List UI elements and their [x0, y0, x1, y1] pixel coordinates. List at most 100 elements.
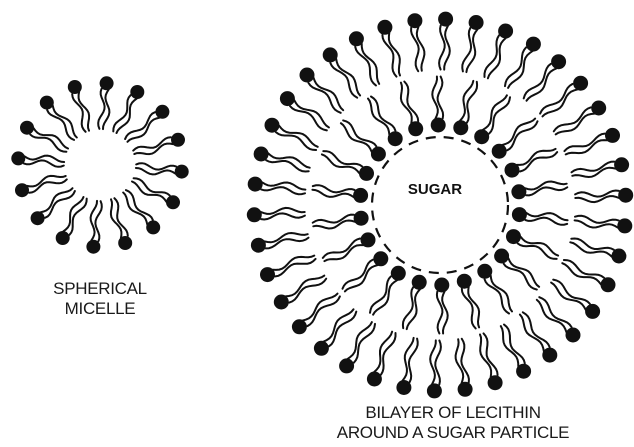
lipid-molecule [427, 340, 442, 398]
lipid-head [388, 131, 403, 146]
lipid-head [146, 220, 160, 234]
lipid-molecule [505, 149, 558, 178]
lipid-molecule [20, 121, 68, 152]
lipid-molecule [31, 188, 75, 225]
lipid-molecule [434, 278, 449, 334]
lipid-tail [111, 199, 122, 238]
micelle-caption-line-2: MICELLE [30, 299, 170, 319]
lipid-head [477, 264, 492, 279]
lipid-tail [564, 134, 604, 152]
lipid-head [359, 166, 374, 181]
lipid-head [349, 31, 364, 46]
lipid-head [542, 348, 557, 363]
lipid-molecule [86, 201, 101, 254]
lipid-head [314, 341, 329, 356]
lipid-molecule [132, 178, 180, 209]
lipid-tail [508, 51, 532, 88]
lipid-head [407, 13, 422, 28]
lipid-tail [527, 68, 557, 100]
lipid-molecule [343, 251, 389, 291]
lipid-tail [314, 78, 344, 111]
lipid-molecule [292, 294, 340, 335]
lipid-head [617, 218, 632, 233]
lipid-tail [491, 275, 512, 311]
lipid-head [566, 328, 581, 343]
lipid-molecule [323, 232, 376, 261]
lipid-tail [294, 100, 329, 127]
lipid-tail [526, 213, 567, 221]
lipid-molecule [407, 13, 424, 71]
lipid-tail [389, 33, 400, 76]
lipid-molecule [396, 338, 417, 395]
lipid-molecule [339, 322, 375, 373]
lipid-head [68, 80, 82, 94]
lipid-tail [324, 309, 354, 341]
lipid-head [511, 184, 526, 199]
lipid-head [591, 101, 606, 116]
lipid-molecule [572, 157, 630, 177]
lipid-molecule [485, 24, 514, 79]
lipid-molecule [125, 105, 169, 142]
lipid-tail [128, 118, 160, 142]
lipid-molecule [251, 233, 309, 253]
lipid-molecule [564, 128, 620, 155]
lipid-molecule [438, 12, 453, 70]
lipid-tail [439, 25, 445, 69]
lipid-head [391, 266, 406, 281]
lipid-head [611, 249, 626, 264]
micelle-caption-line-1: SPHERICAL [30, 279, 170, 299]
lipid-head [505, 163, 520, 178]
lipid-tail [460, 81, 473, 121]
lipid-head [254, 147, 269, 162]
lipid-head [427, 383, 442, 398]
lipid-tail [373, 280, 397, 315]
lipid-head [31, 211, 45, 225]
lipid-head [247, 207, 262, 222]
lipid-tail [502, 119, 535, 145]
lipid-molecule [280, 91, 329, 130]
lipid-head [353, 188, 368, 203]
lipid-tail [275, 259, 315, 277]
lipid-head [396, 380, 411, 395]
lipid-molecule [341, 120, 386, 161]
lipid-tail [468, 287, 479, 328]
spherical-micelle [11, 76, 188, 253]
lipid-molecule [403, 275, 427, 329]
lipid-tail [504, 325, 525, 364]
lipid-head [371, 147, 386, 162]
lipid-tail [286, 276, 325, 297]
lipid-head [377, 20, 392, 35]
lipid-tail [266, 238, 309, 249]
lipid-head [498, 24, 513, 39]
bilayer-caption: BILAYER OF LECITHIN AROUND A SUGAR PARTI… [268, 403, 634, 443]
lipid-molecule [537, 297, 581, 342]
lipid-molecule [575, 188, 633, 203]
lipid-molecule [562, 260, 615, 292]
lipid-tail [345, 265, 378, 291]
lipid-tail [556, 114, 595, 135]
lipid-molecule [123, 190, 160, 234]
lipid-head [492, 144, 507, 159]
lipid-head [526, 37, 541, 52]
lipid-molecule [575, 216, 633, 234]
lipid-molecule [401, 82, 423, 137]
bilayer-caption-line-1: BILAYER OF LECITHIN [268, 403, 634, 423]
lipid-molecule [312, 185, 368, 203]
lipid-head [171, 133, 185, 147]
lipid-tail [79, 92, 90, 131]
lipid-molecule [453, 81, 477, 135]
lipid-head [339, 358, 354, 373]
lipid-tail [520, 315, 544, 352]
lipid-tail [403, 287, 413, 328]
lipid-molecule [474, 95, 510, 144]
lipid-head [292, 319, 307, 334]
lipid-head [516, 364, 531, 379]
lipid-head [118, 236, 132, 250]
lipid-head [618, 188, 633, 203]
lipid-molecule [265, 118, 318, 150]
lipid-molecule [254, 147, 310, 172]
lipid-head [251, 238, 266, 253]
lipid-head [412, 275, 427, 290]
lipid-molecule [377, 20, 400, 77]
